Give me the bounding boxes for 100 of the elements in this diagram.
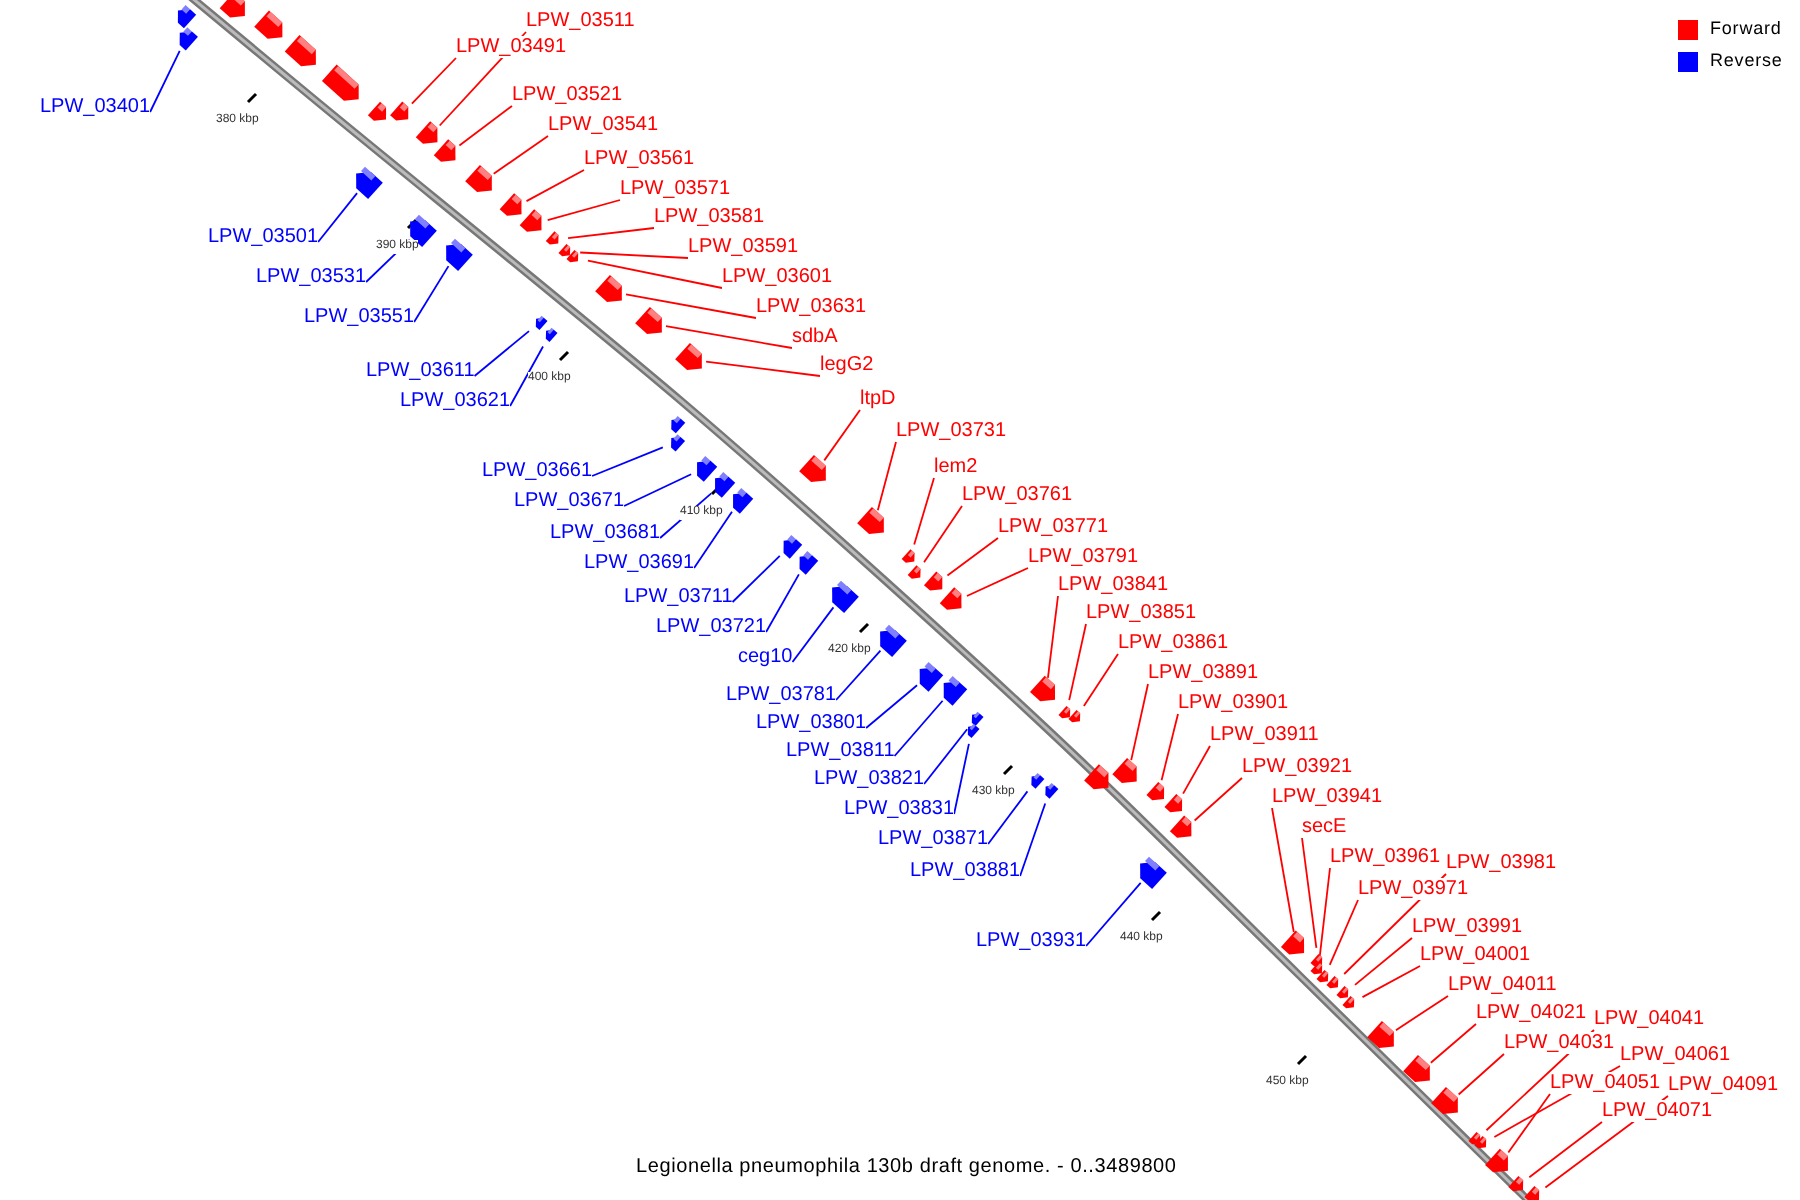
gene-block — [967, 723, 980, 738]
leader-line — [791, 606, 835, 663]
gene-block — [415, 121, 438, 144]
gene-block — [179, 27, 198, 51]
gene-label: LPW_03661 — [482, 460, 593, 482]
leader-line — [492, 135, 549, 175]
gene-block — [1524, 1185, 1540, 1200]
gene-label: LPW_03761 — [962, 484, 1073, 506]
leader-line — [509, 345, 544, 407]
gene-label: LPW_03571 — [620, 178, 731, 200]
leader-line — [1361, 965, 1421, 999]
leader-line — [625, 293, 757, 319]
gene-block — [1045, 782, 1059, 799]
leader-line — [1130, 683, 1149, 762]
gene-block — [321, 64, 359, 101]
leader-line — [876, 441, 897, 512]
leader-line — [1160, 713, 1179, 782]
leader-line — [1507, 1093, 1551, 1154]
gene-label: LPW_03891 — [1148, 662, 1259, 684]
gene-label: LPW_03861 — [1118, 632, 1229, 654]
gene-block — [715, 472, 736, 498]
leader-line — [411, 57, 457, 105]
gene-block — [1164, 794, 1183, 813]
legend-label: Reverse — [1710, 50, 1783, 70]
gene-block — [799, 454, 826, 482]
gene-block — [219, 0, 245, 18]
gene-block — [1316, 970, 1329, 983]
gene-block — [1140, 856, 1167, 890]
gene-label: sdbA — [792, 326, 838, 348]
caption: Legionella pneumophila 130b draft genome. - 0..3489800 — [636, 1156, 1177, 1178]
gene-block — [799, 551, 819, 575]
gene-block — [545, 327, 558, 342]
gene-block — [1367, 1020, 1394, 1048]
gene-label: LPW_03721 — [656, 616, 767, 638]
gene-block — [971, 711, 984, 726]
gene-label: LPW_04031 — [1504, 1032, 1615, 1054]
gene-label: LPW_03671 — [514, 490, 625, 512]
gene-label: LPW_03791 — [1028, 546, 1139, 568]
legend-label: Forward — [1710, 18, 1782, 38]
gene-block — [1485, 1148, 1508, 1173]
leader-line — [1301, 837, 1318, 949]
leader-line — [525, 169, 585, 203]
leader-line — [953, 743, 970, 815]
leader-line — [923, 728, 969, 785]
gene-label: LPW_03871 — [878, 828, 989, 850]
gene-block — [832, 580, 859, 614]
gene-label: LPW_03841 — [1058, 574, 1169, 596]
leader-line — [317, 192, 358, 243]
leader-line — [693, 510, 733, 569]
gene-label: LPW_03581 — [654, 206, 765, 228]
leader-line — [731, 555, 781, 603]
gene-label: LPW_03981 — [1446, 852, 1557, 874]
gene-label: LPW_03901 — [1178, 692, 1289, 714]
gene-block — [1431, 1086, 1458, 1114]
gene-block — [1310, 962, 1323, 975]
leader-line — [1318, 867, 1331, 957]
gene-label: LPW_03911 — [1210, 724, 1319, 746]
leader-line — [923, 505, 963, 564]
leader-line — [1082, 653, 1119, 707]
gene-label: LPW_03631 — [756, 296, 867, 318]
gene-label: LPW_04061 — [1620, 1044, 1731, 1066]
gene-block — [433, 139, 456, 162]
gene-block — [1146, 782, 1165, 801]
gene-block — [519, 209, 542, 232]
leader-line — [659, 492, 713, 539]
gene-label: LPW_03401 — [40, 96, 151, 118]
leader-line — [1271, 807, 1295, 933]
gene-block — [901, 549, 915, 563]
gene-label: LPW_03681 — [550, 522, 661, 544]
gene-label: LPW_04041 — [1594, 1008, 1705, 1030]
gene-block — [919, 662, 944, 692]
leader-line — [623, 473, 693, 507]
gene-label: LPW_03801 — [756, 712, 867, 734]
gene-block — [1280, 930, 1305, 955]
gene-block — [783, 535, 803, 559]
gene-block — [924, 571, 943, 591]
leader-line — [1429, 1023, 1477, 1064]
gene-label: ceg10 — [738, 646, 793, 668]
gene-label: LPW_04071 — [1602, 1100, 1713, 1122]
leader-line — [1457, 1053, 1505, 1096]
gene-label: lem2 — [934, 456, 978, 478]
leader-line — [1193, 777, 1243, 822]
gene-block — [465, 164, 492, 192]
gene-label: ltpD — [860, 388, 896, 410]
leader-line — [1047, 595, 1059, 679]
gene-block — [1031, 772, 1045, 789]
gene-label: LPW_03541 — [548, 114, 659, 136]
leader-line — [987, 790, 1029, 845]
gene-label: LPW_03551 — [304, 306, 415, 328]
gene-block — [446, 238, 473, 272]
gene-block — [857, 506, 884, 534]
gene-block — [671, 434, 686, 452]
leader-line — [1528, 1121, 1603, 1179]
gene-label: LPW_03781 — [726, 684, 837, 706]
gene-label: LPW_04091 — [1668, 1074, 1779, 1096]
leader-line — [823, 409, 861, 462]
leader-line — [966, 567, 1029, 597]
leader-line — [1354, 937, 1413, 986]
gene-block — [939, 587, 962, 610]
leader-line — [913, 477, 935, 546]
